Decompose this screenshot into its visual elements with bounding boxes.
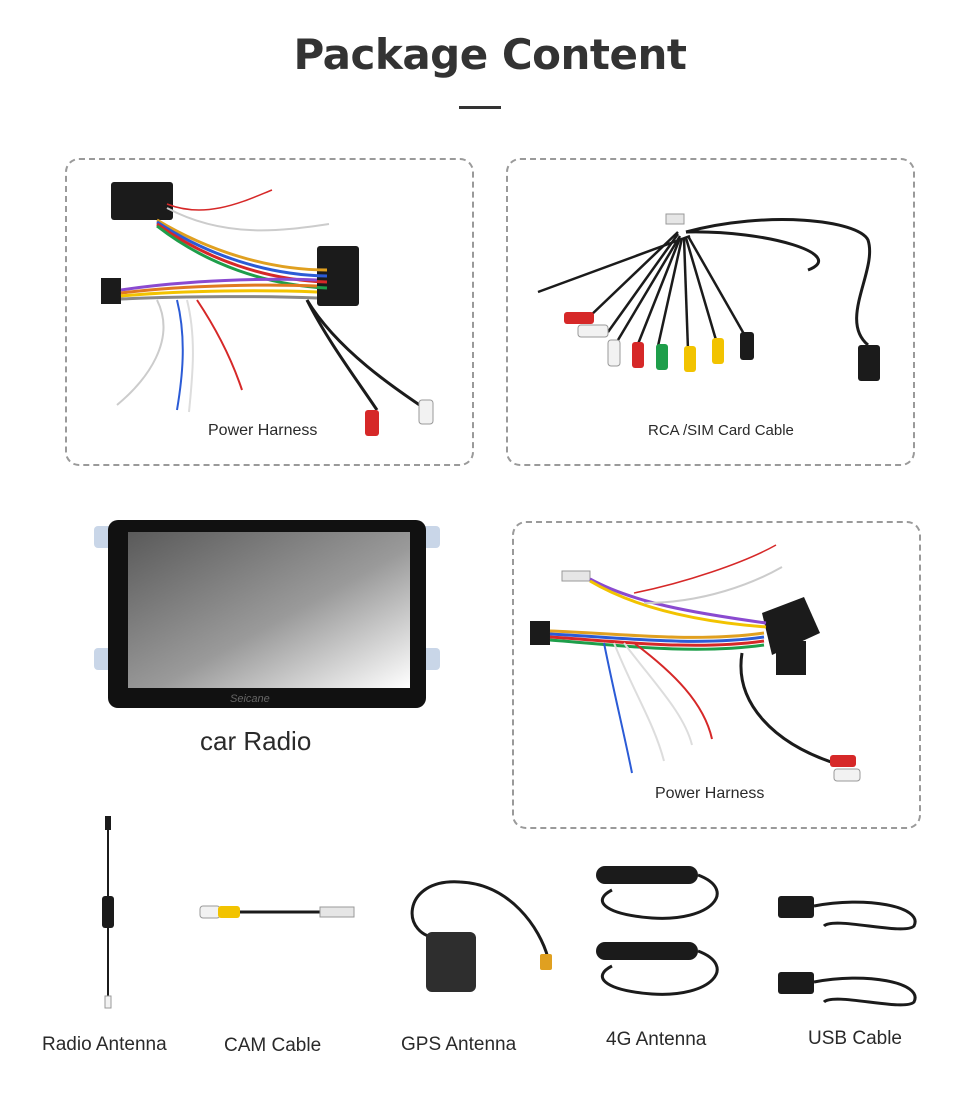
title-underline — [459, 106, 501, 109]
usb-cable-illustration — [778, 896, 917, 1007]
radio-antenna-illustration — [102, 816, 114, 1009]
page-title: Package Content — [293, 30, 687, 79]
usb-cable-label: USB Cable — [808, 1028, 902, 1049]
power-harness-panel-2: Power Harness — [512, 521, 921, 829]
rca-sim-cable-label: RCA /SIM Card Cable — [648, 422, 794, 439]
power-harness-panel: Power Harness — [65, 158, 474, 466]
power-harness-label: Power Harness — [208, 422, 318, 439]
rca-sim-cable-panel: RCA /SIM Card Cable — [506, 158, 915, 466]
radio-antenna-label: Radio Antenna — [42, 1034, 167, 1055]
power-harness-illustration-2 — [530, 544, 861, 782]
power-harness-illustration — [101, 182, 434, 436]
car-radio-illustration: Seicane — [94, 514, 440, 708]
cam-cable-illustration — [199, 905, 355, 919]
gps-antenna-illustration — [410, 880, 552, 992]
4g-antenna-illustration — [596, 866, 719, 996]
car-radio-label: car Radio — [200, 726, 312, 756]
gps-antenna-label: GPS Antenna — [401, 1034, 517, 1055]
cam-cable-label: CAM Cable — [224, 1035, 322, 1056]
power-harness-label-2: Power Harness — [655, 785, 765, 802]
rca-sim-cable-illustration — [537, 213, 880, 381]
4g-antenna-label: 4G Antenna — [606, 1029, 707, 1050]
car-radio-brand-mark: Seicane — [230, 693, 270, 705]
